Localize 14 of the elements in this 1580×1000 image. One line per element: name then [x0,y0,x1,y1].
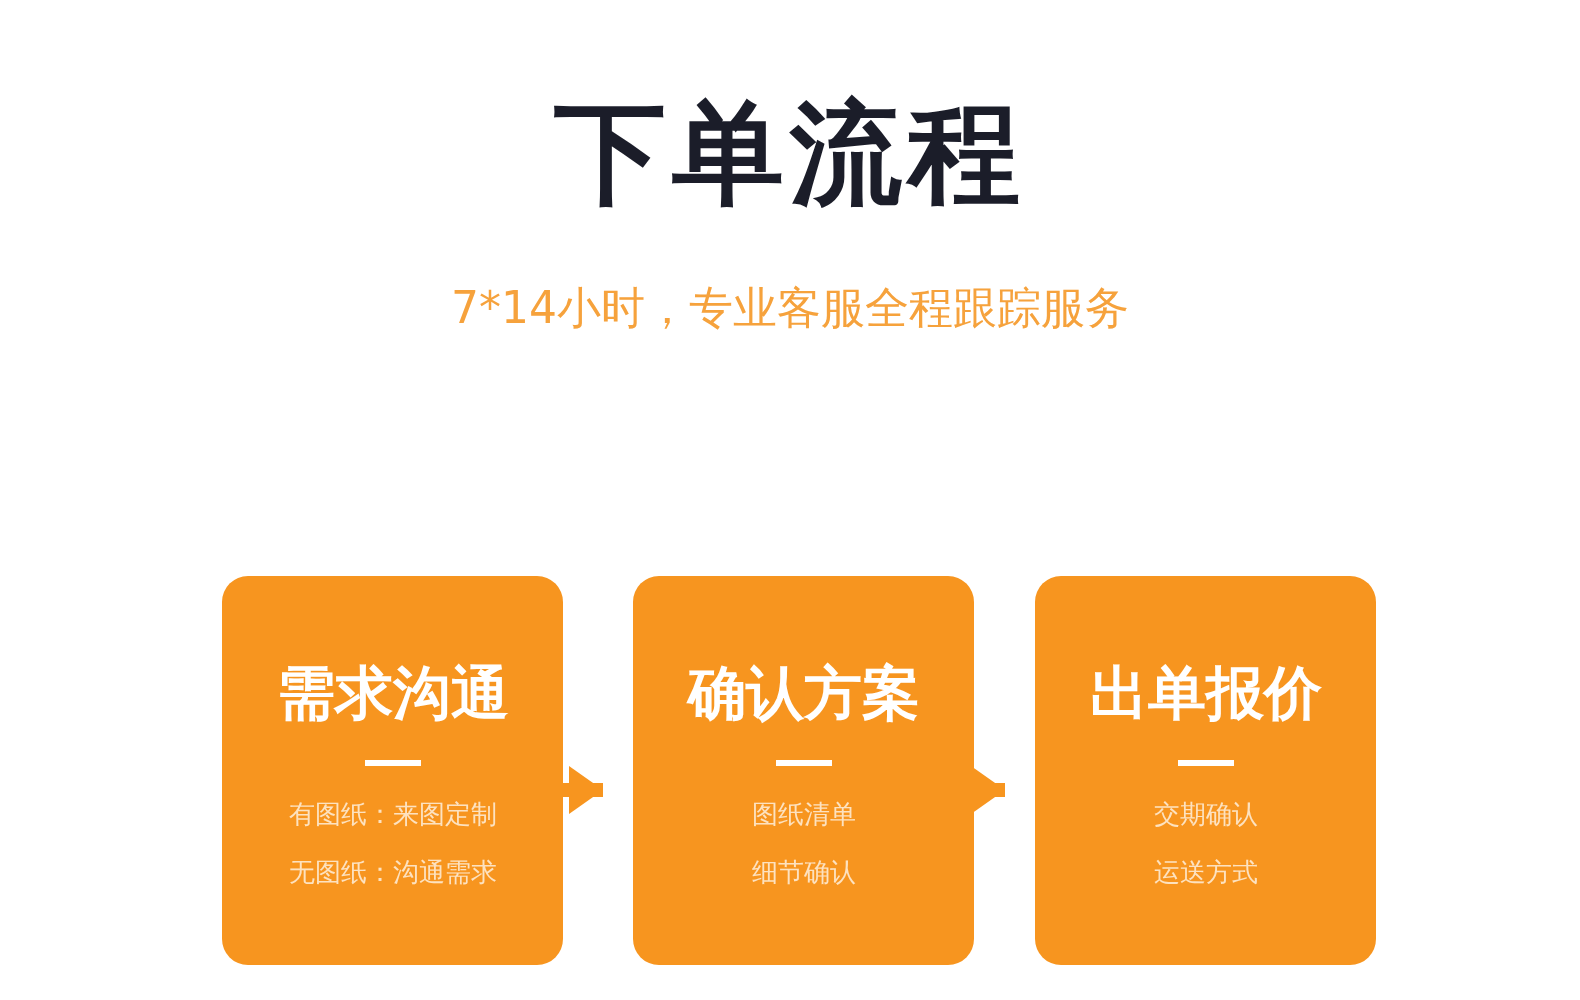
title: 下单流程 [554,88,1026,218]
step-detail: 细节确认 [751,855,856,889]
step-detail: 无图纸：沟通需求 [288,855,497,889]
step-card [1035,576,1376,965]
step-detail: 运送方式 [1153,855,1258,889]
step-detail: 图纸清单 [751,797,856,831]
step-card [222,576,563,965]
step-title: 确认方案 [687,662,920,726]
step-card [633,576,974,965]
step-detail: 有图纸：来图定制 [288,797,497,831]
step-title: 出单报价 [1089,662,1322,726]
step-title: 需求沟通 [276,662,509,726]
step-detail: 交期确认 [1153,797,1258,831]
subtitle: 7*14小时，专业客服全程跟踪服务 [451,282,1129,333]
